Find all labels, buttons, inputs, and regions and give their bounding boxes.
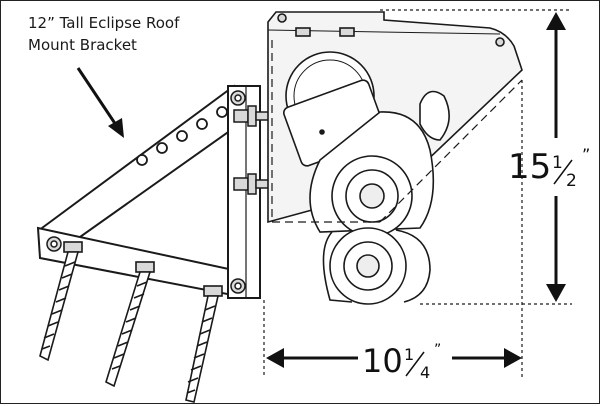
lag-screw-middle bbox=[105, 261, 155, 388]
mounting-bolts bbox=[233, 105, 271, 195]
lag-screw-left bbox=[39, 241, 83, 362]
motor-housing bbox=[267, 11, 523, 305]
bracket-holes bbox=[136, 106, 228, 166]
hidden-lines bbox=[271, 40, 523, 223]
callout-line-1: 12” Tall Eclipse Roof bbox=[28, 14, 180, 32]
height-unit: ” bbox=[582, 145, 590, 164]
width-dimension-arrow bbox=[266, 348, 522, 368]
width-fraction-denominator: 4 bbox=[420, 363, 430, 382]
height-dimension-label: 15 1 2 ” bbox=[508, 145, 590, 191]
extension-lines bbox=[263, 9, 572, 378]
lag-screws bbox=[39, 241, 223, 403]
bracket-callout-label: 12” Tall Eclipse Roof Mount Bracket bbox=[28, 12, 228, 56]
width-fraction-numerator: 1 bbox=[404, 345, 414, 364]
callout-leader-arrow bbox=[76, 67, 124, 138]
height-dimension-arrow bbox=[546, 12, 566, 302]
height-whole: 15 bbox=[508, 147, 551, 187]
width-unit: ” bbox=[434, 342, 441, 358]
height-fraction-denominator: 2 bbox=[566, 171, 577, 191]
width-dimension-label: 10 1 4 ” bbox=[362, 342, 441, 382]
lag-screw-right bbox=[185, 285, 223, 403]
height-fraction-numerator: 1 bbox=[552, 153, 563, 173]
callout-line-2: Mount Bracket bbox=[28, 36, 137, 54]
width-whole: 10 bbox=[362, 342, 403, 380]
